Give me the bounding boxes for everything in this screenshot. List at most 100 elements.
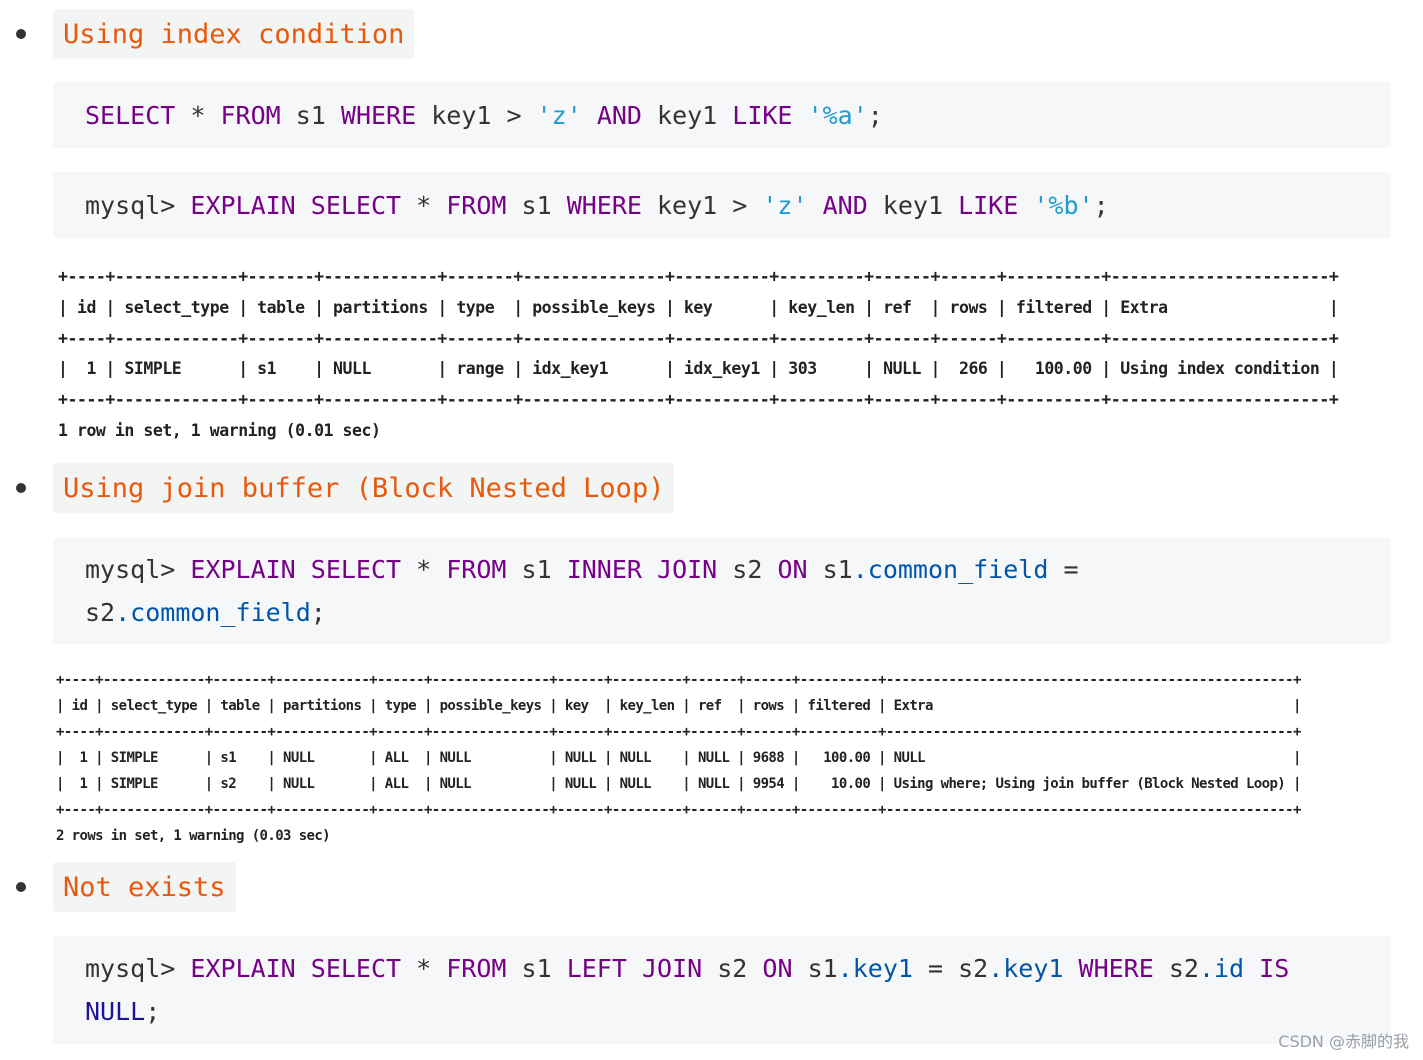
code-token-kw: SELECT [310,555,402,584]
code-token: * [401,191,447,220]
table-row: | 1 | SIMPLE | s1 | NULL | ALL | NULL | … [56,750,1301,766]
code-token: * [175,101,221,130]
table-row: | 1 | SIMPLE | s2 | NULL | ALL | NULL | … [56,776,1301,792]
code-token [1063,954,1078,983]
code-token [1018,191,1033,220]
code-token: ; [1093,191,1109,220]
code-token: s1 [506,555,567,584]
code-token: ; [145,997,161,1026]
code-token: mysql> [85,954,191,983]
table-border: +----+-------------+-------+------------… [56,724,1301,740]
code-token-prop: .common_field [115,598,311,627]
code-token-kw: FROM [446,555,507,584]
code-token-prop: .id [1198,954,1245,983]
result-summary: 1 row in set, 1 warning (0.01 sec) [58,420,381,440]
code-token: * [401,954,447,983]
code-token: key1 [867,191,959,220]
code-token-kw: JOIN [657,555,718,584]
heading-using-index-condition: Using index condition [53,9,415,59]
code-token [296,555,311,584]
code-block-explain-left-join[interactable]: mysql> EXPLAIN SELECT * FROM s1 LEFT JOI… [53,936,1391,1044]
bullet-1 [16,29,26,39]
code-token-str: 'z' [762,191,808,220]
code-token [296,954,311,983]
table-border: +----+-------------+-------+------------… [56,672,1301,688]
bullet-3 [16,882,26,892]
code-block-select-index-condition[interactable]: SELECT * FROM s1 WHERE key1 > 'z' AND ke… [53,82,1391,148]
code-token-kw: WHERE [340,101,417,130]
code-token-kw: EXPLAIN [190,954,296,983]
code-token-kw: FROM [220,101,281,130]
code-token-kw: WHERE [1078,954,1154,983]
code-line: NULL; [85,990,1391,1033]
code-token-kw: JOIN [641,954,703,983]
code-token-kw: EXPLAIN [190,191,296,220]
code-token-kw: LEFT [566,954,627,983]
code-token-prop: .common_field [852,555,1049,584]
heading-using-join-buffer: Using join buffer (Block Nested Loop) [53,463,675,513]
code-block-explain-inner-join[interactable]: mysql> EXPLAIN SELECT * FROM s1 INNER JO… [53,538,1391,644]
table-row: | id | select_type | table | partitions … [56,698,1301,714]
code-token: mysql> [85,555,191,584]
explain-result-table-1: +----+-------------+-------+------------… [58,262,1339,447]
code-token-kw: WHERE [566,191,642,220]
code-token: s2 [717,555,778,584]
code-token-kw: SELECT [85,101,176,130]
code-token: s1 [280,101,341,130]
table-border: +----+-------------+-------+------------… [56,802,1301,818]
code-token: ; [310,598,326,627]
code-token: s1 [792,954,838,983]
result-summary: 2 rows in set, 1 warning (0.03 sec) [56,828,331,844]
code-token-kw: LIKE [732,101,793,130]
code-token-kw: INNER [566,555,642,584]
code-token: s1 [506,191,567,220]
code-token-kw: LIKE [958,191,1019,220]
code-token [642,555,657,584]
table-row: | id | select_type | table | partitions … [58,297,1339,317]
heading-not-exists: Not exists [53,862,236,912]
code-line: mysql> EXPLAIN SELECT * FROM s1 WHERE ke… [85,184,1391,227]
code-token-kw: AND [596,101,642,130]
code-token-str: 'z' [536,101,582,130]
code-token: s2 [1153,954,1199,983]
code-line: s2.common_field; [85,591,1391,634]
code-token [793,101,808,130]
code-token: = s2 [912,954,989,983]
code-line: mysql> EXPLAIN SELECT * FROM s1 INNER JO… [85,548,1391,591]
code-token-prop: .key1 [837,954,913,983]
code-token-kw: AND [822,191,868,220]
code-line: SELECT * FROM s1 WHERE key1 > 'z' AND ke… [85,94,1391,137]
bullet-2 [16,483,26,493]
code-token-str: '%b' [1033,191,1094,220]
code-block-explain-index-condition[interactable]: mysql> EXPLAIN SELECT * FROM s1 WHERE ke… [53,172,1391,238]
code-token: key1 > [416,101,537,130]
code-token-kw: FROM [446,954,507,983]
code-token [627,954,642,983]
code-token-atom: NULL [85,997,146,1026]
code-token-kw: EXPLAIN [190,555,296,584]
code-token: s2 [702,954,763,983]
code-token: s1 [506,954,567,983]
code-token: = [1048,555,1079,584]
code-token: * [401,555,447,584]
code-line: mysql> EXPLAIN SELECT * FROM s1 LEFT JOI… [85,947,1391,990]
table-border: +----+-------------+-------+------------… [58,390,1339,410]
code-token-str: '%a' [807,101,868,130]
code-token-kw: ON [762,954,793,983]
code-token: mysql> [85,191,191,220]
code-token-kw: FROM [446,191,507,220]
code-token-prop: .key1 [988,954,1064,983]
code-token-kw: SELECT [310,191,402,220]
code-token: s2 [85,598,116,627]
code-token [1244,954,1259,983]
code-token [296,191,311,220]
code-token [808,191,823,220]
code-token-kw: IS [1259,954,1290,983]
code-token [582,101,597,130]
table-border: +----+-------------+-------+------------… [58,267,1339,286]
code-token-kw: SELECT [310,954,402,983]
code-token: s1 [807,555,853,584]
code-token-kw: ON [777,555,808,584]
code-token: key1 > [641,191,763,220]
code-token: ; [867,101,883,130]
